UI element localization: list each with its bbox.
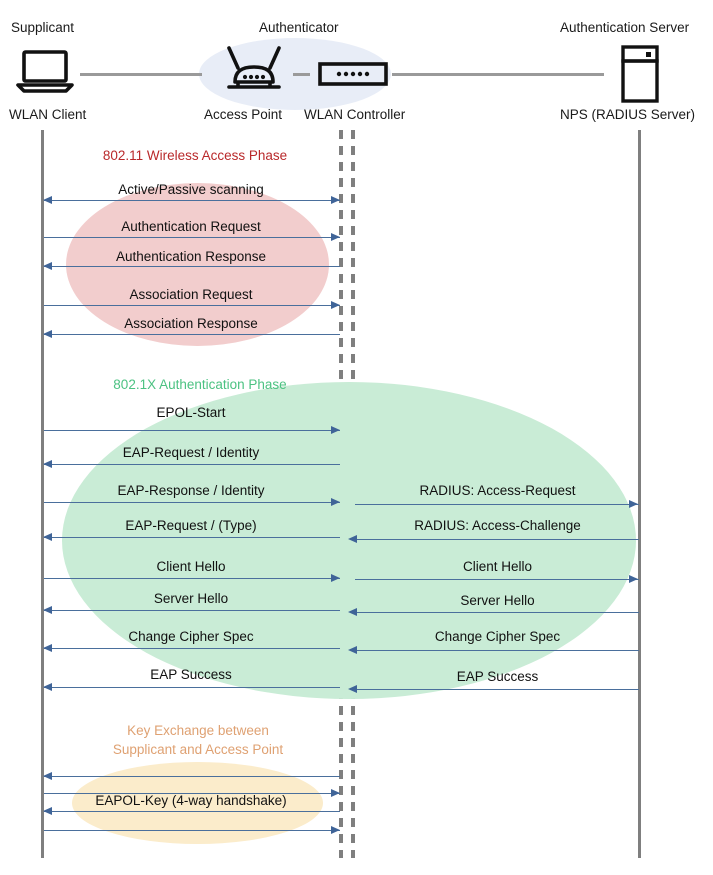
node-label-access-point: Access Point bbox=[204, 107, 283, 122]
message-line-authentication-request bbox=[44, 237, 340, 238]
message-label-authentication-request: Authentication Request bbox=[121, 219, 261, 234]
lifeline-authentication-server bbox=[638, 130, 641, 858]
arrowhead-left-k3 bbox=[43, 806, 52, 815]
node-label-nps: NPS (RADIUS Server) bbox=[560, 107, 696, 122]
arrowhead-left-m13 bbox=[43, 682, 52, 691]
message-line-key-exchange-4 bbox=[44, 830, 340, 831]
message-line-eap-success-right bbox=[355, 689, 639, 690]
wire-client-to-ap bbox=[80, 73, 202, 76]
arrowhead-right-m10 bbox=[331, 573, 340, 582]
message-label-eapol-key-4-way-handshake: EAPOL-Key (4-way handshake) bbox=[95, 793, 287, 808]
phase-ellipse-wireless-access bbox=[66, 183, 329, 346]
arrowhead-right-m6 bbox=[331, 425, 340, 434]
message-line-epol-start bbox=[44, 430, 340, 431]
wireless-router-icon bbox=[216, 45, 292, 95]
arrowhead-right-k4 bbox=[331, 825, 340, 834]
role-title-authenticator: Authenticator bbox=[259, 20, 339, 35]
message-line-eap-response-identity bbox=[44, 502, 340, 503]
arrowhead-left-m5 bbox=[43, 329, 52, 338]
arrowhead-left-m12 bbox=[43, 643, 52, 652]
arrowhead-left-m11 bbox=[43, 605, 52, 614]
network-switch-icon bbox=[318, 62, 388, 86]
message-line-authentication-response bbox=[44, 266, 340, 267]
message-line-eap-request-type bbox=[44, 537, 340, 538]
message-line-eap-success-left bbox=[44, 687, 340, 688]
message-line-association-response bbox=[44, 334, 340, 335]
arrowhead-right-r3 bbox=[629, 574, 638, 583]
message-label-client-hello-right: Client Hello bbox=[462, 559, 533, 574]
phase-caption-key-exchange-line2: Supplicant and Access Point bbox=[112, 742, 284, 757]
message-line-key-exchange-3 bbox=[44, 811, 340, 812]
phase-caption-key-exchange-line1: Key Exchange between bbox=[127, 723, 269, 738]
arrowhead-right-m1 bbox=[331, 195, 340, 204]
arrowhead-right-m8 bbox=[331, 497, 340, 506]
message-line-client-hello-right bbox=[355, 579, 639, 580]
message-label-change-cipher-spec-right: Change Cipher Spec bbox=[434, 629, 561, 644]
message-label-radius-access-request: RADIUS: Access-Request bbox=[419, 483, 576, 498]
message-label-association-request: Association Request bbox=[129, 287, 253, 302]
node-label-wlan-client: WLAN Client bbox=[9, 107, 87, 122]
phase-caption-wireless-access: 802.11 Wireless Access Phase bbox=[102, 148, 288, 163]
arrowhead-left-m7 bbox=[43, 459, 52, 468]
message-line-active-passive-scanning bbox=[44, 200, 340, 201]
role-title-supplicant: Supplicant bbox=[11, 20, 75, 35]
arrowhead-left-r2 bbox=[348, 534, 357, 543]
arrowhead-left-m1 bbox=[43, 195, 52, 204]
lifeline-supplicant bbox=[41, 130, 44, 858]
wire-controller-to-nps bbox=[392, 73, 604, 76]
message-label-eap-success-left: EAP Success bbox=[150, 667, 232, 682]
message-line-eap-request-identity bbox=[44, 464, 340, 465]
message-line-change-cipher-spec-left bbox=[44, 648, 340, 649]
message-label-eap-response-identity: EAP-Response / Identity bbox=[117, 483, 265, 498]
arrowhead-right-m4 bbox=[331, 300, 340, 309]
arrowhead-left-m9 bbox=[43, 532, 52, 541]
arrowhead-left-r5 bbox=[348, 645, 357, 654]
message-line-client-hello-left bbox=[44, 578, 340, 579]
message-line-key-exchange-1 bbox=[44, 776, 340, 777]
message-label-change-cipher-spec-left: Change Cipher Spec bbox=[128, 629, 254, 644]
message-label-client-hello-left: Client Hello bbox=[156, 559, 226, 574]
message-label-eap-request-type: EAP-Request / (Type) bbox=[125, 518, 257, 533]
message-line-radius-access-challenge bbox=[355, 539, 639, 540]
arrowhead-left-m3 bbox=[43, 261, 52, 270]
message-line-key-exchange-2 bbox=[44, 793, 340, 794]
message-line-server-hello-left bbox=[44, 610, 340, 611]
message-label-eap-request-identity: EAP-Request / Identity bbox=[122, 445, 260, 460]
message-label-server-hello-left: Server Hello bbox=[153, 591, 229, 606]
message-label-eap-success-right: EAP Success bbox=[456, 669, 539, 684]
message-label-radius-access-challenge: RADIUS: Access-Challenge bbox=[414, 518, 581, 533]
message-line-server-hello-right bbox=[355, 612, 639, 613]
arrowhead-left-k1 bbox=[43, 771, 52, 780]
arrowhead-left-r4 bbox=[348, 607, 357, 616]
message-line-change-cipher-spec-right bbox=[355, 650, 639, 651]
wire-ap-to-controller bbox=[293, 73, 310, 76]
laptop-icon bbox=[14, 50, 76, 94]
arrowhead-right-m2 bbox=[331, 232, 340, 241]
message-label-epol-start: EPOL-Start bbox=[156, 405, 226, 420]
role-title-authentication-server: Authentication Server bbox=[560, 20, 690, 35]
server-rack-icon bbox=[619, 45, 661, 103]
arrowhead-right-k2 bbox=[331, 788, 340, 797]
message-label-association-response: Association Response bbox=[124, 316, 258, 331]
message-label-authentication-response: Authentication Response bbox=[115, 249, 267, 264]
message-line-association-request bbox=[44, 305, 340, 306]
arrowhead-left-r6 bbox=[348, 684, 357, 693]
message-line-radius-access-request bbox=[355, 504, 639, 505]
arrowhead-right-r1 bbox=[629, 499, 638, 508]
phase-caption-dot1x-authentication: 802.1X Authentication Phase bbox=[113, 377, 287, 392]
message-label-server-hello-right: Server Hello bbox=[460, 593, 535, 608]
message-label-active-passive-scanning: Active/Passive scanning bbox=[118, 182, 264, 197]
node-label-wlan-controller: WLAN Controller bbox=[304, 107, 406, 122]
